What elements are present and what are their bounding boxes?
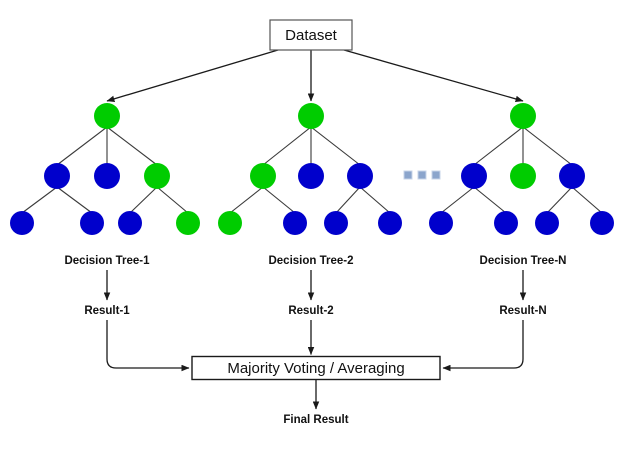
- dataset-box[interactable]: Dataset: [269, 19, 353, 51]
- final-result-label: Final Result: [283, 414, 348, 426]
- tree-1-edge: [106, 126, 158, 166]
- tree-1-mid-2-node[interactable]: [144, 163, 170, 189]
- tree-1-mid-0-node[interactable]: [44, 163, 70, 189]
- tree-2-result-label: Result-2: [288, 305, 333, 317]
- tree-2-root-node[interactable]: [298, 103, 324, 129]
- tree-1-edge: [21, 186, 58, 214]
- tree-n-edge: [571, 186, 603, 214]
- majority-voting-label: Majority Voting / Averaging: [227, 360, 404, 377]
- tree-1-root-node[interactable]: [94, 103, 120, 129]
- tree-2-edge: [229, 186, 264, 214]
- dataset-box-rect: [269, 19, 353, 51]
- tree-2-leaf-3-node[interactable]: [378, 211, 402, 235]
- ellipsis-square-3: [431, 170, 441, 180]
- tree-1-edge: [156, 186, 189, 214]
- result-flow-arrows: [103, 270, 527, 410]
- tree-n-leaf-1-node[interactable]: [494, 211, 518, 235]
- dataset-to-tree-n-arrow: [343, 49, 524, 103]
- dataset-split-arrows: [106, 49, 524, 103]
- tree-1-result-label: Result-1: [84, 305, 130, 317]
- tree-2-mid-0-node[interactable]: [250, 163, 276, 189]
- ellipsis-square-2: [417, 170, 427, 180]
- tree-1-leaf-2-node[interactable]: [118, 211, 142, 235]
- tree-2-edge: [262, 126, 312, 166]
- tree-1-edge: [56, 126, 108, 166]
- tree-2-label: Decision Tree-2: [268, 255, 353, 267]
- tree-2-edge: [359, 186, 391, 214]
- dataset-to-tree-1-arrow: [106, 49, 279, 102]
- tree-n-mid-0-node[interactable]: [461, 163, 487, 189]
- tree-n-result-label: Result-N: [499, 305, 546, 317]
- tree-1-mid-1-node[interactable]: [94, 163, 120, 189]
- tree-1-edge: [56, 186, 93, 214]
- tree-edge-lines: [21, 126, 603, 214]
- tree-2-leaf-0-node[interactable]: [218, 211, 242, 235]
- tree-n-mid-1-node[interactable]: [510, 163, 536, 189]
- result-n-to-voting-connector: [442, 320, 524, 372]
- tree-n-mid-2-node[interactable]: [559, 163, 585, 189]
- tree-n-root-node[interactable]: [510, 103, 536, 129]
- tree-2-leaf-2-node[interactable]: [324, 211, 348, 235]
- tree-2-mid-2-node[interactable]: [347, 163, 373, 189]
- tree-node-group: [10, 103, 614, 235]
- tree-2-mid-1-node[interactable]: [298, 163, 324, 189]
- tree-n-leaf-3-node[interactable]: [590, 211, 614, 235]
- tree-n-edge: [546, 186, 573, 214]
- tree-n-edge: [440, 186, 475, 214]
- tree-n-label: Decision Tree-N: [480, 255, 567, 267]
- majority-voting-rect: [191, 355, 441, 381]
- tree-1-edge: [129, 186, 158, 214]
- tree-n-leaf-0-node[interactable]: [429, 211, 453, 235]
- dataset-label: Dataset: [285, 27, 338, 44]
- ellipsis-square-1: [403, 170, 413, 180]
- tree-n-leaf-2-node[interactable]: [535, 211, 559, 235]
- tree-1-label: Decision Tree-1: [64, 255, 150, 267]
- tree-2-leaf-1-node[interactable]: [283, 211, 307, 235]
- tree-1-leaf-3-node[interactable]: [176, 211, 200, 235]
- tree-1-leaf-0-node[interactable]: [10, 211, 34, 235]
- tree-n-edge: [522, 126, 573, 166]
- result-1-to-voting-connector: [106, 320, 190, 372]
- tree-2-edge: [262, 186, 296, 214]
- ellipsis-dots: [403, 170, 441, 180]
- tree-n-edge: [473, 186, 507, 214]
- tree-n-edge: [473, 126, 524, 166]
- tree-2-edge: [310, 126, 361, 166]
- tree-1-leaf-1-node[interactable]: [80, 211, 104, 235]
- majority-voting-box[interactable]: Majority Voting / Averaging: [191, 355, 441, 381]
- tree-2-edge: [335, 186, 361, 214]
